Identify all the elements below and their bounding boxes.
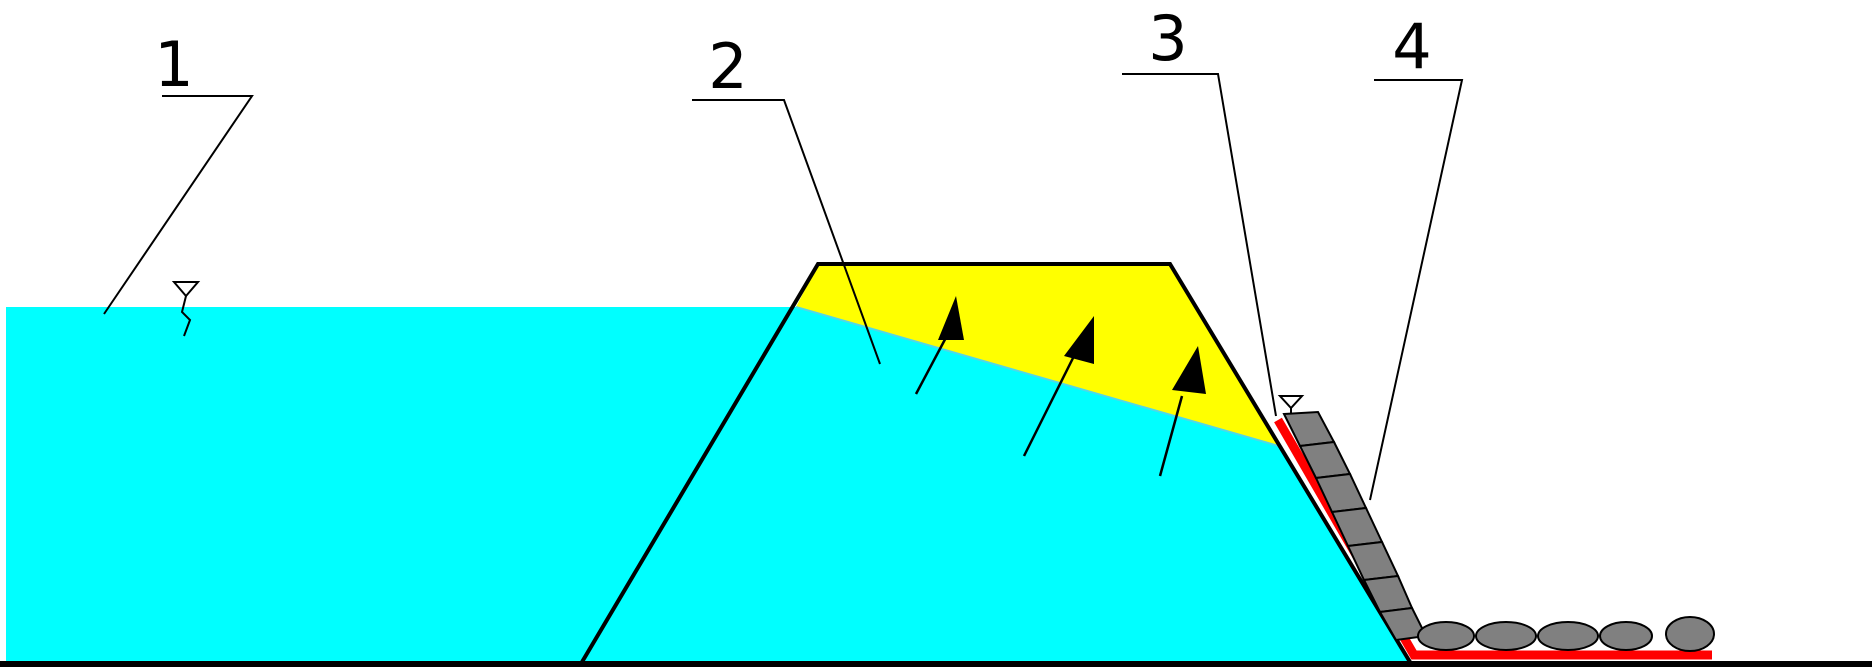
stone-block-icon	[1537, 621, 1599, 651]
toe-stones	[1417, 616, 1715, 652]
callout-label-2: 2	[708, 30, 747, 103]
dam-saturated-zone	[582, 307, 1410, 662]
seepage-arrow-icon	[1158, 346, 1206, 477]
filter-layer	[1274, 417, 1712, 660]
callout-4: 4	[1369, 10, 1464, 501]
phreatic-line	[795, 306, 1283, 448]
stone-block-icon	[1417, 621, 1475, 651]
water-level-marker-icon	[171, 281, 201, 337]
callout-label-3: 3	[1148, 2, 1187, 75]
stone-block-icon	[1665, 616, 1715, 652]
callout-2: 2	[692, 30, 881, 365]
callout-label-1: 1	[154, 28, 193, 101]
stone-protection	[1282, 410, 1428, 642]
callout-3: 3	[1122, 2, 1277, 417]
stone-block-icon	[1330, 506, 1384, 548]
stone-block-icon	[1475, 621, 1537, 651]
callout-1: 1	[103, 28, 254, 315]
callout-label-4: 4	[1392, 10, 1431, 83]
seepage-arrow-icon	[914, 296, 964, 395]
seepage-arrow-icon	[1022, 316, 1094, 457]
dam-outline	[580, 262, 1412, 664]
seepage-arrows	[914, 296, 1206, 477]
stone-block-icon	[1599, 621, 1653, 651]
dam-dry-zone	[796, 264, 1282, 447]
